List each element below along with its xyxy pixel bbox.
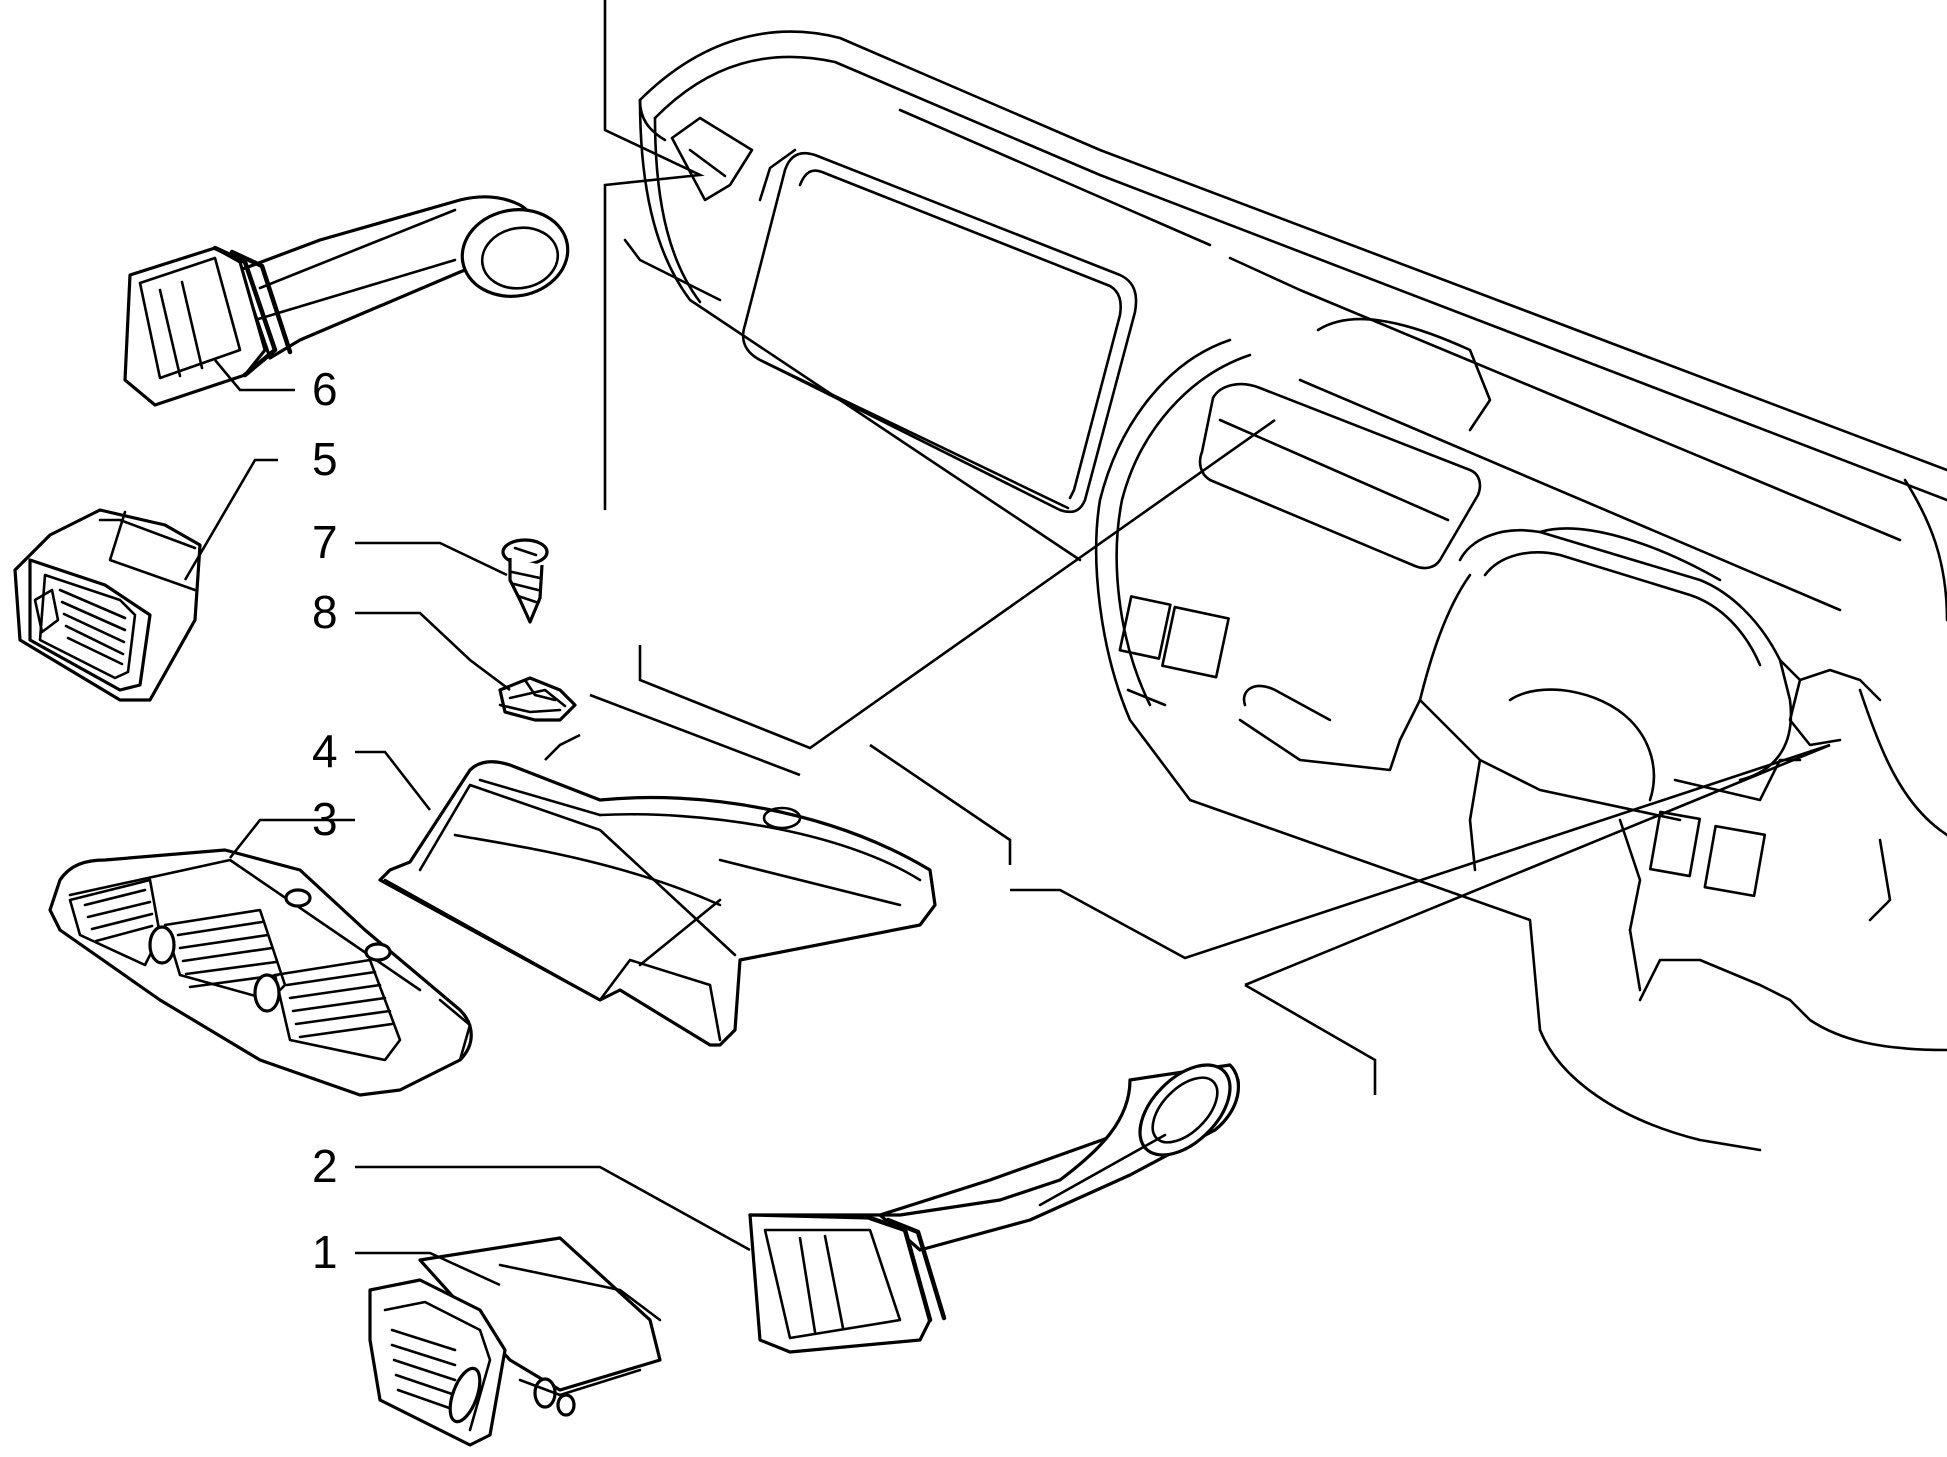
part-4-centre-duct [378, 760, 937, 1047]
part-6-left-air-duct [123, 195, 570, 407]
callout-3: 3 [312, 793, 338, 845]
callout-labels: 6 5 7 8 4 3 2 1 [312, 363, 338, 1278]
callout-2: 2 [312, 1140, 338, 1192]
callout-leaders [183, 359, 751, 1287]
callout-6: 6 [312, 363, 338, 415]
part-3-centre-vent-panel [48, 848, 473, 1097]
dashboard-assembly [623, 30, 1947, 1152]
part-5-left-vent [13, 508, 202, 702]
part-1-right-vent [368, 1236, 662, 1447]
callout-5: 5 [312, 433, 338, 485]
part-8-clip-nut [498, 676, 577, 722]
callout-8: 8 [312, 586, 338, 638]
callout-4: 4 [312, 725, 338, 777]
part-7-screw [501, 538, 549, 624]
callout-1: 1 [312, 1226, 338, 1278]
part-2-right-air-duct [748, 1063, 1240, 1354]
callout-7: 7 [312, 516, 338, 568]
guide-lines [544, 0, 1831, 1095]
